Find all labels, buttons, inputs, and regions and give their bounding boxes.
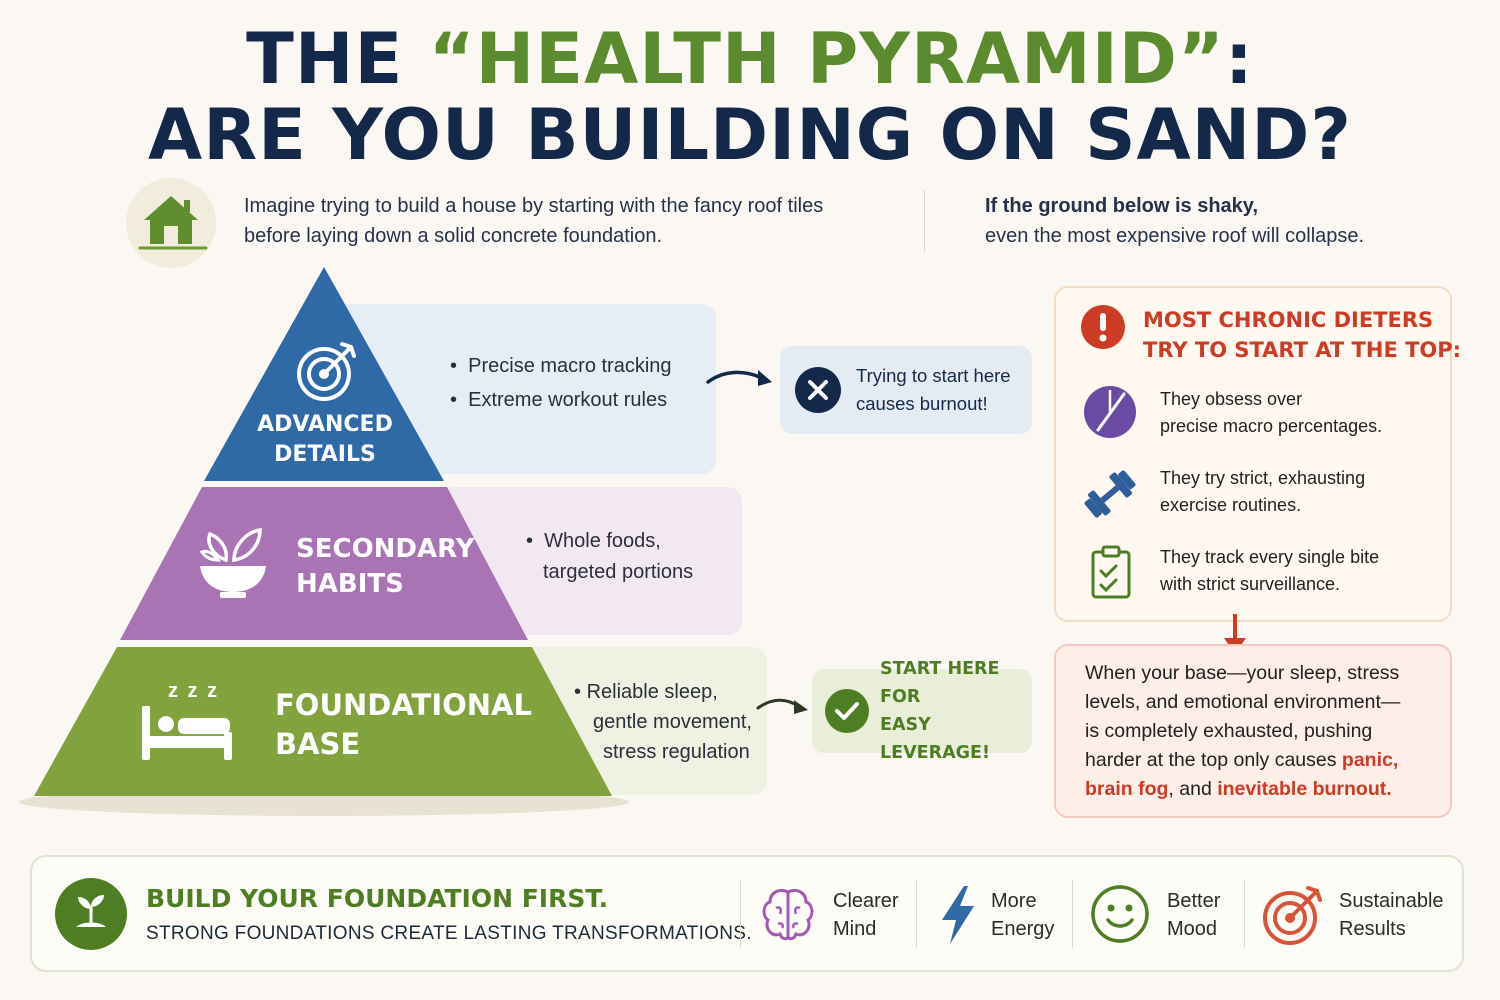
pyramid-tier-foundational (34, 647, 612, 796)
footer-divider (1244, 880, 1245, 948)
title-suffix: : (1224, 18, 1254, 100)
secondary-label: SECONDARY HABITS (296, 532, 475, 602)
intro-left-line-1: Imagine trying to build a house by start… (244, 195, 824, 217)
page-title-line-1: THE “HEALTH PYRAMID”: (0, 24, 1500, 94)
benefit-sustainable-results: Sustainable Results (1339, 890, 1444, 940)
consequence-panel (1054, 644, 1452, 818)
dumbbell-icon (1084, 470, 1136, 518)
brain-icon (762, 888, 814, 941)
clipboard-check-icon (1091, 545, 1131, 599)
advanced-label: ADVANCED DETAILS (250, 410, 400, 469)
foundational-bullets: • Reliable sleep, gentle movement, stres… (574, 677, 752, 767)
lightning-icon (942, 886, 974, 944)
advanced-bullets: • Precise macro tracking • Extreme worko… (450, 349, 672, 417)
warning-item-1: They obsess over precise macro percentag… (1160, 389, 1383, 436)
list-item: • Extreme workout rules (450, 389, 668, 411)
leverage-line-1: START HERE FOR (880, 659, 1000, 707)
leverage-line-2: EASY LEVERAGE! (880, 715, 990, 763)
list-item-continued: gentle movement, (593, 711, 752, 733)
exclamation-icon (1081, 305, 1125, 349)
advanced-label-line-2: DETAILS (274, 441, 376, 467)
footer-divider (740, 880, 741, 948)
list-item-continued: stress regulation (603, 741, 750, 763)
benefit-better-mood: Better Mood (1167, 890, 1221, 940)
foundational-label-line-2: BASE (275, 727, 361, 762)
warning-panel (1054, 286, 1452, 622)
burnout-line-2: causes burnout! (856, 393, 988, 414)
intro-right: If the ground below is shaky, even the m… (985, 191, 1364, 251)
list-item-continued: targeted portions (543, 561, 694, 583)
secondary-label-line-1: SECONDARY (296, 534, 475, 564)
house-icon (126, 178, 216, 268)
intro-right-line-2: even the most expensive roof will collap… (985, 225, 1365, 247)
consequence-text: When your base—your sleep, stress levels… (1085, 662, 1401, 800)
intro-left: Imagine trying to build a house by start… (244, 191, 823, 251)
burnout-line-1: Trying to start here (856, 365, 1011, 386)
foundational-label-line-1: FOUNDATIONAL (275, 688, 532, 722)
sleep-zzz: z z z (168, 680, 220, 702)
arrow-to-leverage-icon (756, 698, 808, 714)
bed-icon (142, 706, 232, 760)
warning-item-3: They track every single bite with strict… (1160, 547, 1380, 594)
footer-banner (30, 855, 1464, 972)
salad-bowl-icon (199, 527, 266, 598)
benefit-more-energy: More Energy (991, 890, 1055, 940)
footer-subtitle: STRONG FOUNDATIONS CREATE LASTING TRANSF… (146, 923, 752, 944)
list-item: • Reliable sleep, (574, 681, 718, 703)
benefit-clearer-mind: Clearer Mind (833, 890, 899, 940)
health-pyramid (19, 267, 629, 816)
target-icon (1263, 886, 1322, 945)
warning-item-2: They try strict, exhausting exercise rou… (1160, 468, 1366, 515)
title-prefix: THE (246, 18, 429, 100)
check-circle-icon (825, 689, 869, 733)
arrow-to-burnout-icon (706, 370, 772, 386)
intro-left-line-2: before laying down a solid concrete foun… (244, 225, 663, 247)
warning-title-line-1: MOST CHRONIC DIETERS (1143, 308, 1434, 332)
advanced-label-line-1: ADVANCED (257, 412, 393, 437)
footer-divider (1072, 880, 1073, 948)
secondary-bullets: • Whole foods, targeted portions (526, 526, 693, 588)
footer-divider (916, 880, 917, 948)
secondary-label-line-2: HABITS (296, 569, 404, 600)
target-arrow-icon (297, 342, 356, 401)
leverage-callout: START HERE FOR EASY LEVERAGE! (812, 659, 1032, 763)
title-highlight: “HEALTH PYRAMID” (428, 18, 1225, 100)
slash-circle-icon (1084, 386, 1136, 438)
foundational-label: FOUNDATIONAL BASE (275, 686, 532, 764)
footer-title: BUILD YOUR FOUNDATION FIRST. (146, 884, 609, 913)
list-item: • Whole foods, (526, 530, 661, 552)
page-title-line-2: ARE YOU BUILDING ON SAND? (148, 94, 1352, 176)
x-circle-icon (795, 367, 841, 413)
intro-divider (924, 190, 925, 252)
pyramid-tier-secondary (120, 487, 528, 640)
burnout-callout: Trying to start here causes burnout! (780, 346, 1032, 434)
warning-title-line-2: TRY TO START AT THE TOP: (1143, 338, 1462, 362)
intro-right-line-1: If the ground below is shaky, (985, 195, 1258, 217)
sprout-icon (55, 878, 127, 950)
warning-title: MOST CHRONIC DIETERS TRY TO START AT THE… (1143, 305, 1461, 365)
list-item: • Precise macro tracking (450, 355, 672, 377)
smiley-icon (1091, 885, 1149, 943)
